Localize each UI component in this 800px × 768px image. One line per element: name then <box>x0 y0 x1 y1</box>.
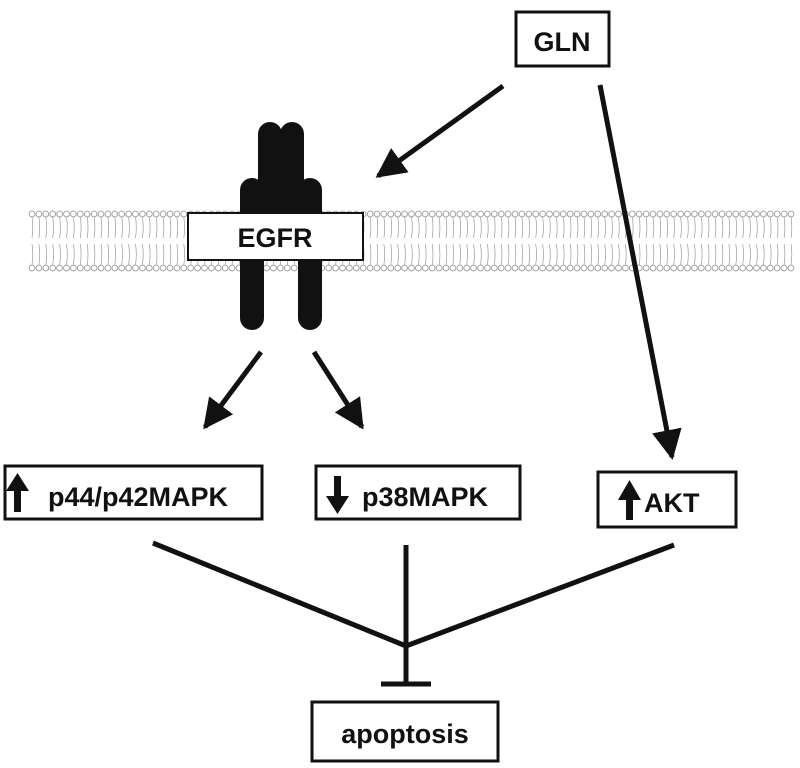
akt-label: AKT <box>644 488 700 518</box>
line-akt-to-junction <box>405 542 675 649</box>
line-p44-to-junction <box>152 540 407 649</box>
gln-node: GLN <box>514 10 611 68</box>
egfr-label: EGFR <box>237 223 312 253</box>
gln-label: GLN <box>534 27 591 57</box>
p44-p42mapk-label: p44/p42MAPK <box>48 482 229 512</box>
arrow-egfr-to-p38 <box>311 350 365 430</box>
p44-p42mapk-node: p44/p42MAPK <box>3 464 264 521</box>
arrow-gln-to-egfr <box>375 83 505 179</box>
p38mapk-node: p38MAPK <box>314 464 522 521</box>
apoptosis-label: apoptosis <box>341 719 469 749</box>
arrow-gln-to-akt <box>597 84 682 460</box>
p38mapk-label: p38MAPK <box>362 482 489 512</box>
arrow-up-icon <box>6 473 29 512</box>
egfr-node: EGFR <box>187 212 364 261</box>
arrow-up-icon <box>618 480 641 520</box>
arrow-down-icon <box>326 476 349 514</box>
lipid-bilayer-icon <box>28 210 795 272</box>
apoptosis-node: apoptosis <box>310 700 500 763</box>
akt-node: AKT <box>596 470 738 529</box>
arrow-egfr-to-p44 <box>202 350 264 430</box>
